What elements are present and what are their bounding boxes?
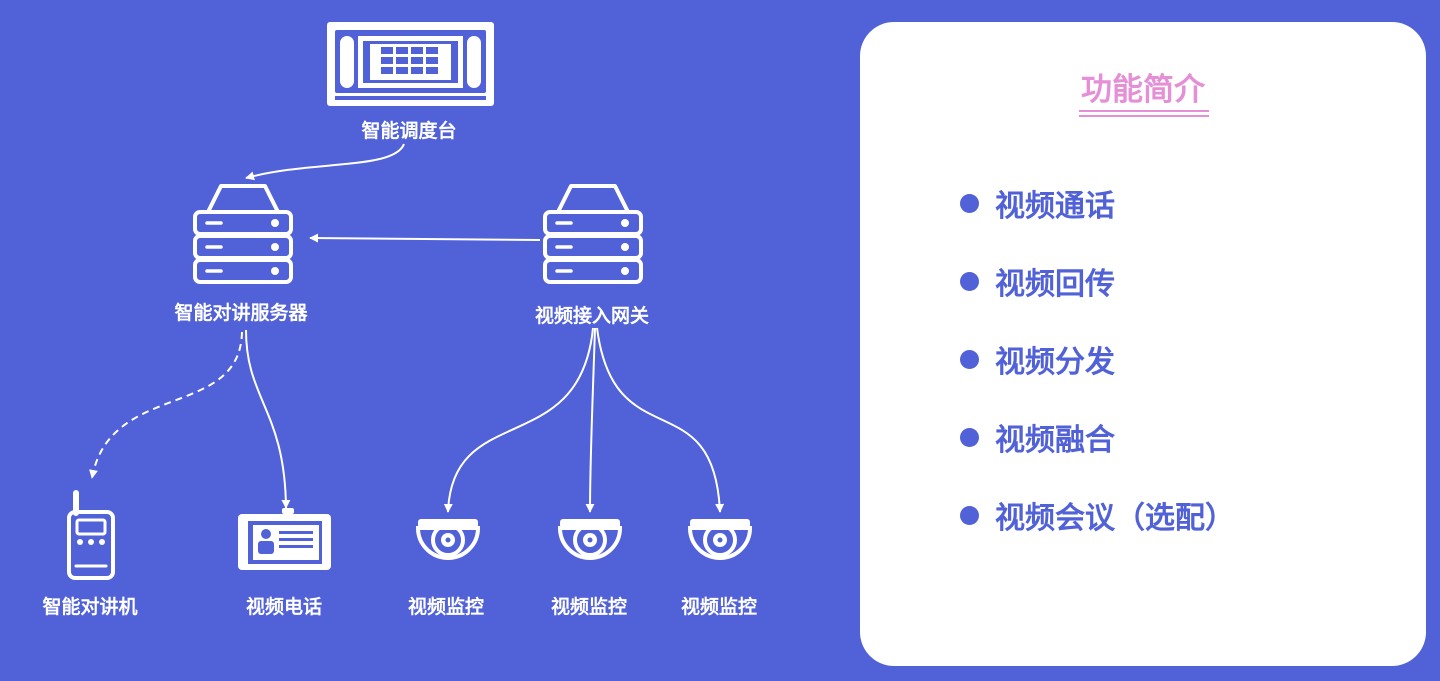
- bullet-dot: [960, 271, 979, 291]
- label-walkie-talkie: 智能对讲机: [42, 596, 138, 618]
- feature-item: 视频分发: [960, 320, 1235, 398]
- bullet-dot: [960, 427, 979, 447]
- bullet-dot: [960, 349, 979, 369]
- video-phone-icon: [238, 508, 331, 570]
- edge-gateway-to-camera-1: [443, 327, 594, 513]
- edge-gateway-to-camera-3: [596, 327, 725, 513]
- bullet-dot: [960, 193, 979, 213]
- edge-server-to-video-phone: [245, 329, 291, 509]
- edge-server-to-walkie-talkie: [89, 331, 243, 479]
- panel-title: 功能简介: [1081, 72, 1205, 108]
- edge-gateway-to-camera-2: [585, 327, 596, 513]
- feature-panel: 功能简介 视频通话 视频回传 视频分发 视频融合 视频会议（选配）: [860, 22, 1426, 666]
- feature-list: 视频通话 视频回传 视频分发 视频融合 视频会议（选配）: [960, 164, 1235, 554]
- gateway-server-icon: [543, 184, 643, 284]
- feature-text: 视频回传: [995, 267, 1115, 302]
- edge-gateway-to-server: [309, 233, 541, 243]
- label-intercom-server: 智能对讲服务器: [174, 302, 308, 324]
- feature-item: 视频融合: [960, 398, 1235, 476]
- title-underline: [1079, 110, 1209, 120]
- feature-text: 视频会议（选配）: [995, 501, 1235, 536]
- edge-console-to-server: [245, 143, 405, 181]
- label-camera-3: 视频监控: [680, 596, 758, 618]
- feature-item: 视频会议（选配）: [960, 476, 1235, 554]
- dome-camera-icon: [416, 517, 480, 560]
- network-diagram: [67, 22, 752, 580]
- feature-text: 视频融合: [995, 423, 1115, 458]
- dispatch-console-icon: [327, 22, 494, 106]
- feature-item: 视频回传: [960, 242, 1235, 320]
- label-video-phone: 视频电话: [245, 596, 323, 618]
- label-video-gateway: 视频接入网关: [534, 305, 650, 327]
- label-dispatch-console: 智能调度台: [361, 120, 457, 142]
- label-camera-2: 视频监控: [550, 596, 628, 618]
- feature-text: 视频分发: [995, 345, 1115, 380]
- walkie-talkie-icon: [67, 490, 115, 580]
- dome-camera-icon: [558, 517, 622, 560]
- intercom-server-icon: [193, 184, 293, 284]
- feature-text: 视频通话: [995, 189, 1115, 224]
- bullet-dot: [960, 505, 979, 525]
- dome-camera-icon: [688, 517, 752, 560]
- label-camera-1: 视频监控: [407, 596, 485, 618]
- feature-item: 视频通话: [960, 164, 1235, 242]
